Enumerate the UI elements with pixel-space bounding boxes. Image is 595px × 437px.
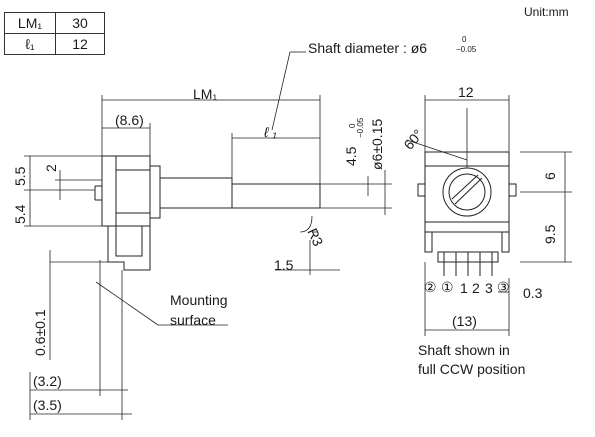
dim-9-5: 9.5 xyxy=(542,224,558,244)
shaft-diameter-label: Shaft diameter : ø6 xyxy=(308,40,428,56)
table-key: LM₁ xyxy=(4,12,56,34)
table-row: LM₁ 30 xyxy=(4,12,105,34)
pin-label-2: 2 xyxy=(472,280,480,296)
note-line-2: full CCW position xyxy=(418,361,526,377)
mounting-label-1: Mounting xyxy=(170,292,228,308)
dim-6: 6 xyxy=(542,172,558,180)
dim-12: 12 xyxy=(458,84,474,100)
dim-3-5: (3.5) xyxy=(33,397,62,413)
dim-5-5: 5.5 xyxy=(12,166,28,186)
pin-label-1c: ① xyxy=(441,279,454,295)
dim-4-5: 4.5 xyxy=(343,146,359,166)
pin-label-1: 1 xyxy=(460,280,468,296)
pin-label-2c: ② xyxy=(424,279,437,295)
dim-0-6: 0.6±0.1 xyxy=(32,309,48,356)
table-row: ℓ₁ 12 xyxy=(4,33,105,55)
side-view xyxy=(94,155,321,271)
note-line-1: Shaft shown in xyxy=(418,342,510,358)
dim-3-2: (3.2) xyxy=(33,373,62,389)
parameter-table: LM₁ 30 ℓ₁ 12 xyxy=(4,12,105,55)
table-value: 30 xyxy=(55,12,105,34)
dim-2: 2 xyxy=(43,164,59,172)
shaft-tol-lower: −0.05 xyxy=(456,45,477,54)
dim-l1: ℓ ₁ xyxy=(264,124,277,140)
pin-label-3c: ③ xyxy=(497,279,510,295)
dim-5-4: 5.4 xyxy=(12,204,28,224)
dim-8-6: (8.6) xyxy=(115,112,144,128)
mounting-label-2: surface xyxy=(170,312,216,328)
dim-4-5-lower: −0.05 xyxy=(356,117,365,138)
dim-lm1: LM₁ xyxy=(193,86,218,102)
dim-1-5: 1.5 xyxy=(274,257,294,273)
dim-13: (13) xyxy=(452,313,477,329)
front-view xyxy=(417,151,517,276)
dim-0-3: 0.3 xyxy=(523,285,543,301)
dim-phi6: ø6±0.15 xyxy=(369,118,385,170)
unit-label: Unit:mm xyxy=(524,5,569,19)
front-dimensions xyxy=(406,95,572,336)
table-value: 12 xyxy=(55,33,105,55)
side-dimensions xyxy=(24,51,392,420)
shaft-tol-upper: 0 xyxy=(462,35,467,44)
pin-label-3: 3 xyxy=(485,280,493,296)
table-key: ℓ₁ xyxy=(4,33,56,55)
